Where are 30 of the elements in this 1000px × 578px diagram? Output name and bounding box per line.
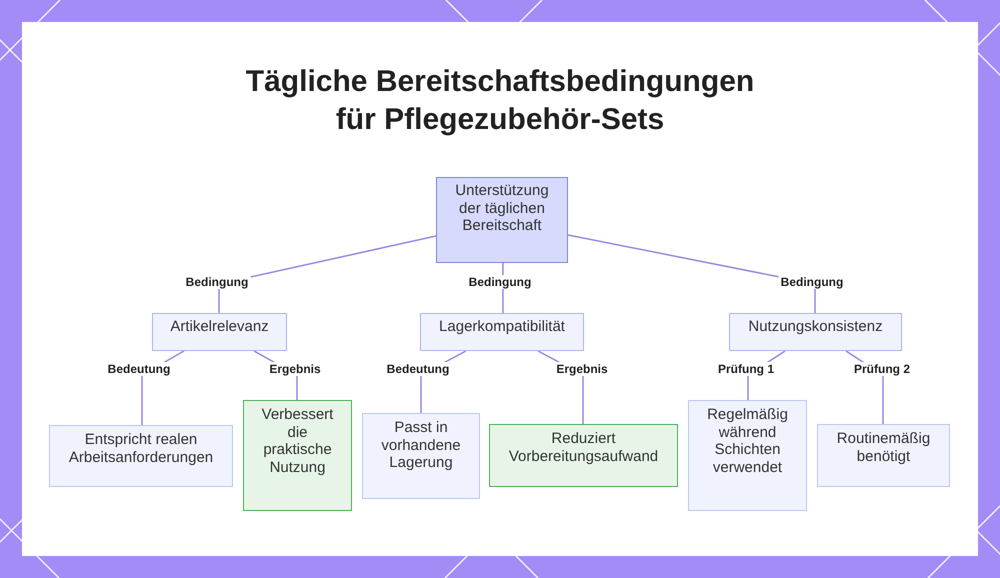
node-text: Verbessert die praktische Nutzung bbox=[260, 406, 334, 477]
category-box bbox=[420, 313, 584, 351]
category-box bbox=[729, 313, 902, 351]
edge-label: Bedeutung bbox=[384, 362, 452, 376]
result-box bbox=[243, 400, 352, 511]
topic-box bbox=[436, 177, 568, 263]
node-text: Artikelrelevanz bbox=[170, 318, 269, 336]
node-text: Passt in vorhandene Lagerung bbox=[380, 419, 462, 472]
node-text: Entspricht realen Arbeitsanforderungen bbox=[68, 431, 214, 466]
edge-label: Ergebnis bbox=[267, 362, 323, 376]
result-box bbox=[489, 424, 678, 487]
node-text: Unterstützung der täglichen Bereitschaft bbox=[454, 182, 550, 236]
title: Tägliche Bereitschaftsbedingungen für Pflegezubehör-Sets bbox=[244, 64, 756, 138]
edge-label: Bedingung bbox=[184, 275, 250, 289]
node-text: Routinemäßig benötigt bbox=[836, 430, 932, 466]
node-text: Regelmäßig während Schichten verwendet bbox=[706, 406, 789, 477]
edge-label: Ergebnis bbox=[554, 362, 610, 376]
node-text: Lagerkompatibilität bbox=[439, 318, 565, 336]
edge-label: Bedingung bbox=[778, 275, 846, 289]
detail-box bbox=[688, 400, 807, 511]
node-text: Nutzungskonsistenz bbox=[748, 318, 883, 336]
detail-box bbox=[49, 425, 233, 487]
category-box bbox=[152, 313, 287, 351]
edge-label: Prüfung 2 bbox=[852, 362, 912, 376]
detail-box bbox=[817, 424, 950, 487]
edge-label: Prüfung 1 bbox=[716, 362, 776, 376]
node-text: Reduziert Vorbereitungsaufwand bbox=[508, 430, 660, 466]
detail-box bbox=[362, 413, 480, 499]
edge-label: Bedingung bbox=[466, 275, 534, 289]
edge-label: Bedeutung bbox=[106, 362, 172, 376]
